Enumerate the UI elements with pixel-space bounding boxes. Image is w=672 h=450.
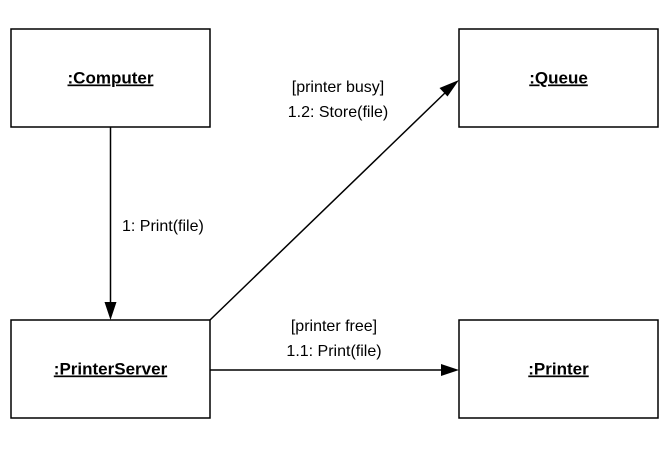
message-store-line xyxy=(209,89,449,321)
object-printer: :Printer xyxy=(458,319,659,419)
message-print-request-label: 1: Print(file) xyxy=(122,218,204,235)
object-queue: :Queue xyxy=(458,28,659,128)
object-printer-box xyxy=(458,319,659,419)
message-store-guard: [printer busy] xyxy=(292,79,384,96)
object-computer-label: :Computer xyxy=(68,68,154,87)
message-print-request-arrowhead xyxy=(104,302,117,320)
object-computer: :Computer xyxy=(10,28,211,128)
message-store: [printer busy] 1.2: Store(file) xyxy=(209,79,459,321)
message-print-label: 1.1: Print(file) xyxy=(286,343,381,360)
message-store-arrowhead xyxy=(439,80,459,97)
object-printer-server: :PrinterServer xyxy=(10,319,211,419)
message-print-guard: [printer free] xyxy=(291,318,377,335)
message-print-arrowhead xyxy=(441,364,459,376)
object-queue-box xyxy=(458,28,659,128)
message-print: [printer free] 1.1: Print(file) xyxy=(210,318,459,376)
message-print-request: 1: Print(file) xyxy=(104,127,204,320)
object-queue-label: :Queue xyxy=(529,68,588,87)
object-printer-label: :Printer xyxy=(528,359,589,378)
object-printer-server-label: :PrinterServer xyxy=(54,359,168,378)
message-store-label: 1.2: Store(file) xyxy=(288,104,388,121)
object-computer-box xyxy=(10,28,211,128)
